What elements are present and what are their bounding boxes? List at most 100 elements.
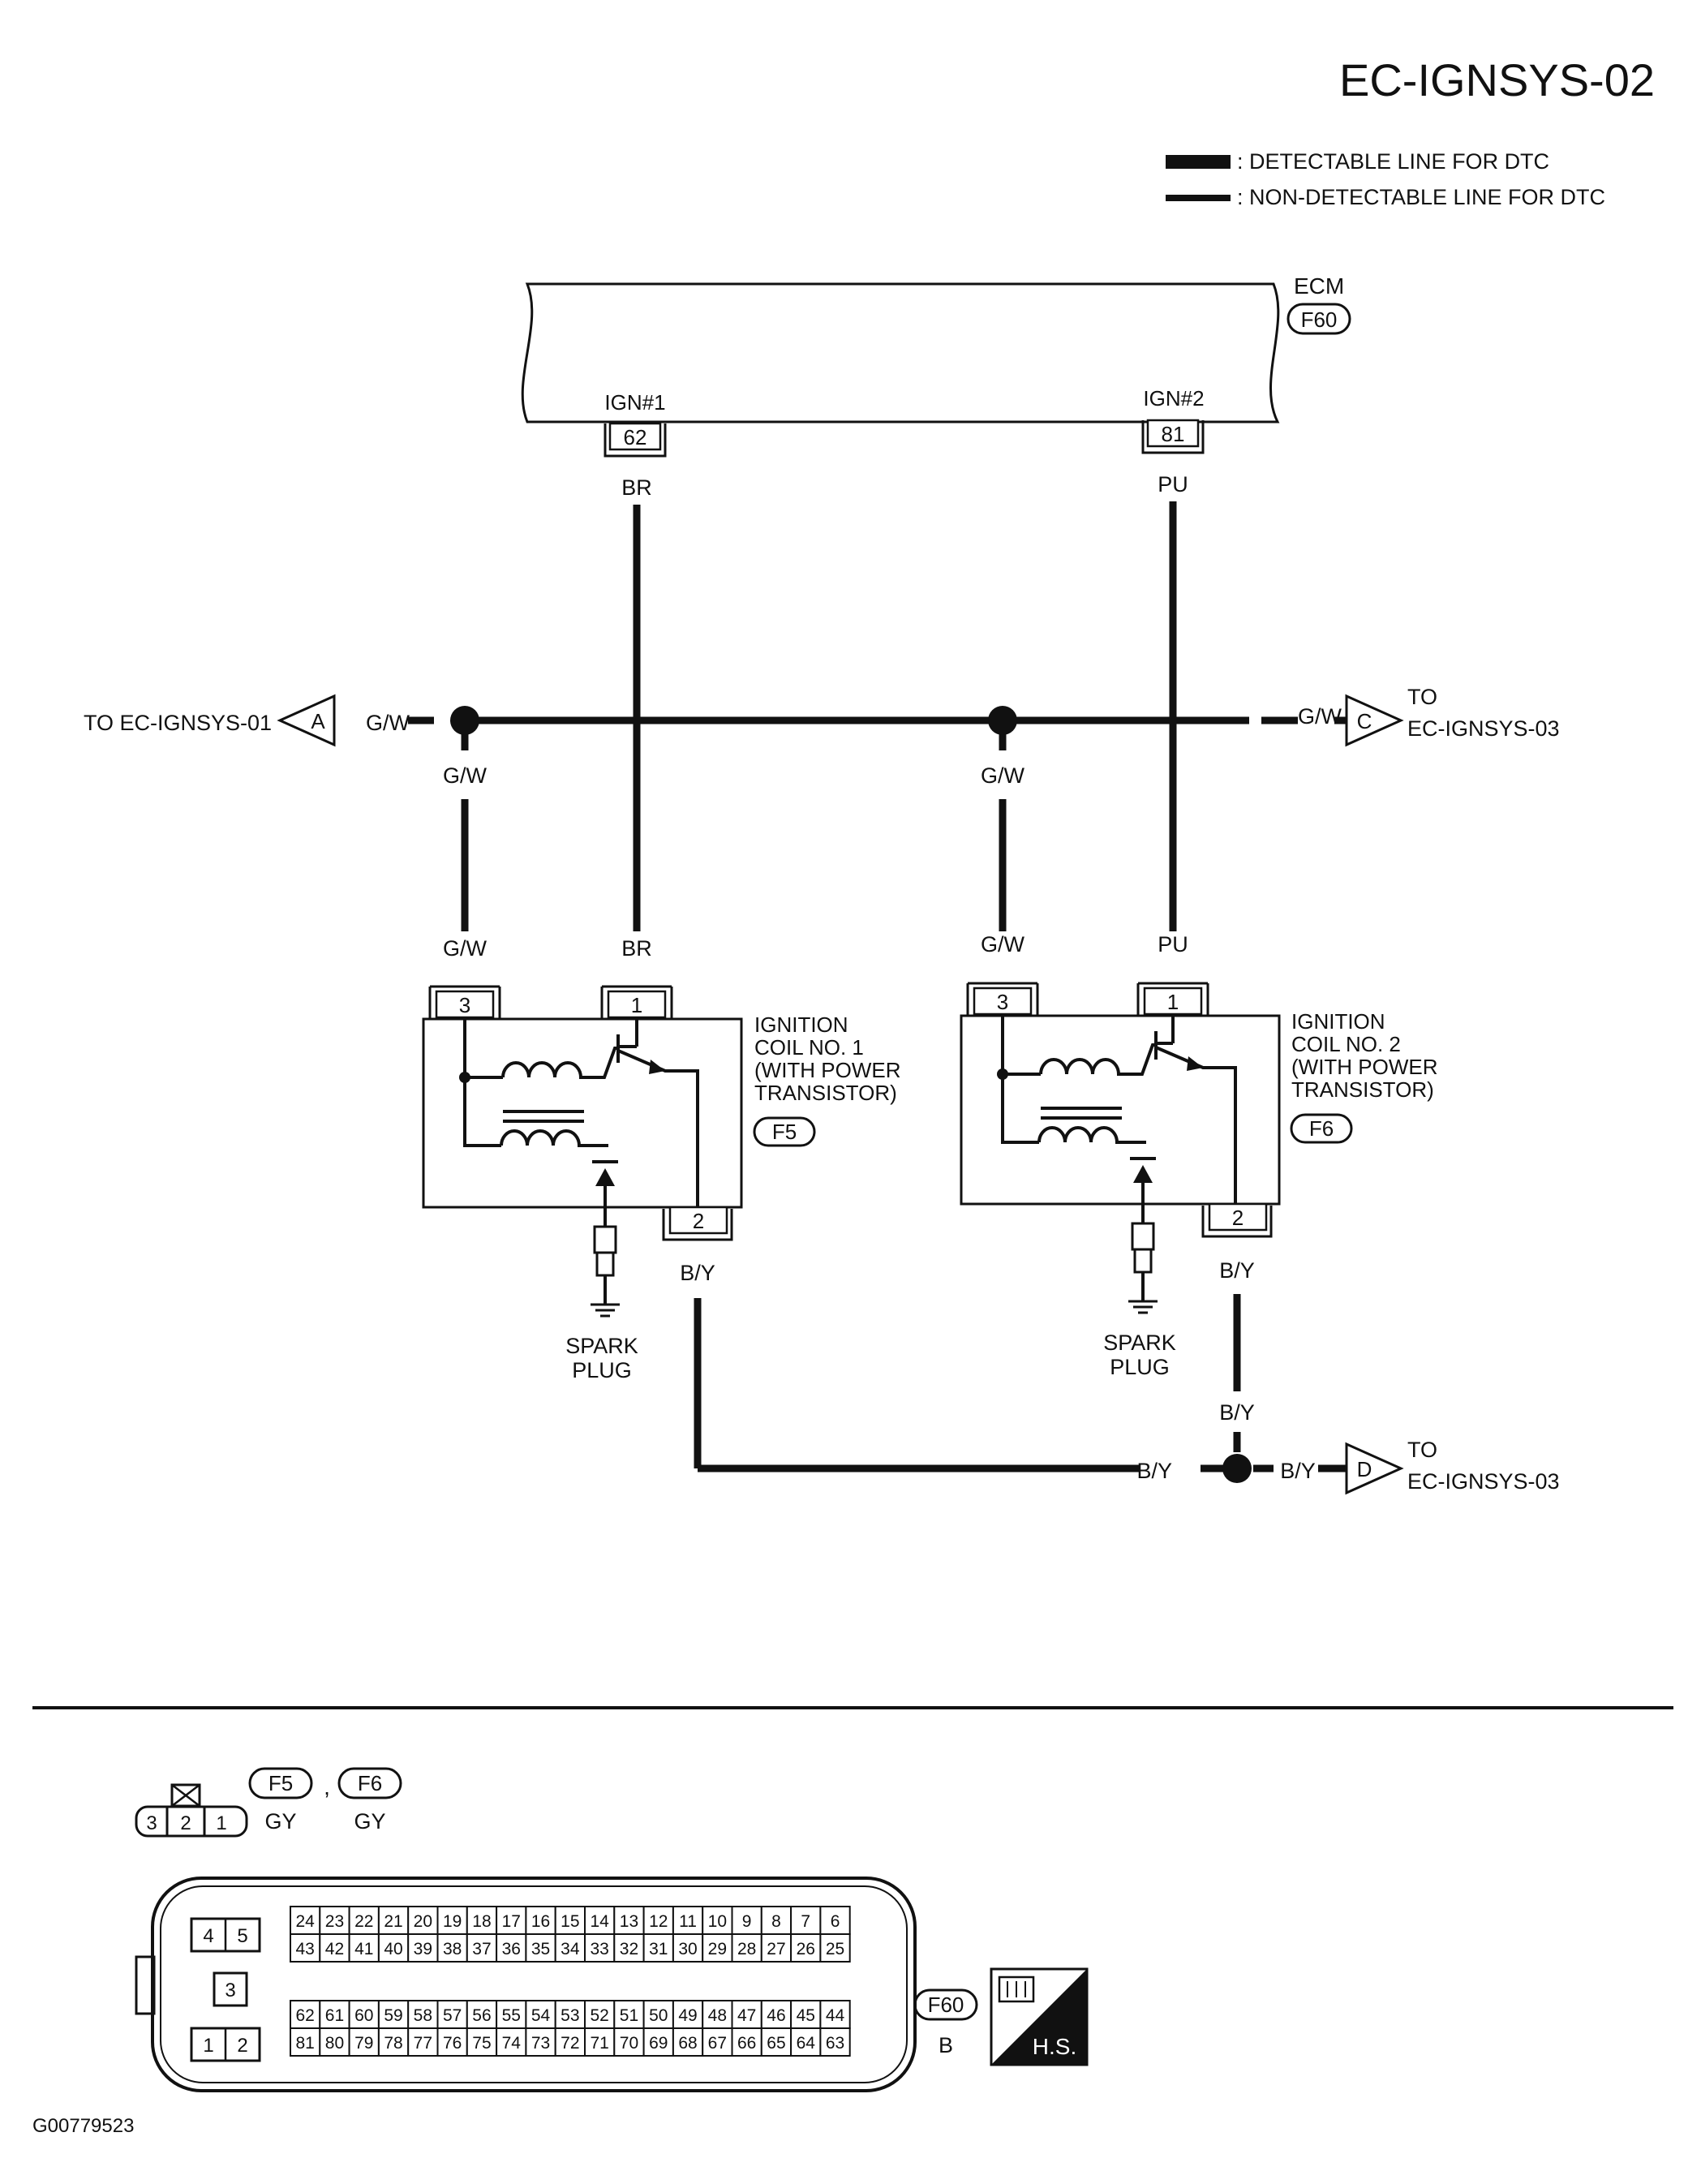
spark-plug-2-icon	[1128, 1204, 1158, 1314]
f60-pin-cell	[760, 1933, 793, 1963]
ecm-pin-ign1: IGN#1 62 BR	[604, 390, 667, 500]
f60-pin-33: 33	[590, 1940, 608, 1958]
f60-pin-cell	[407, 2027, 439, 2057]
f60-pin-23: 23	[325, 1912, 344, 1931]
f60-pin-48: 48	[708, 2006, 727, 2025]
f60-pin-44: 44	[826, 2006, 845, 2025]
f60-pin-20: 20	[414, 1912, 432, 1931]
wire-label-pu-top: PU	[1158, 472, 1188, 497]
detectable-line-swatch	[1166, 155, 1231, 169]
f60-pin-25: 25	[826, 1940, 844, 1958]
f60-label-badge	[913, 1988, 978, 2021]
f60-pin-cell	[672, 1906, 704, 1935]
junction-gw-left	[450, 706, 479, 735]
ignition-coil-2: 3 1 2	[960, 982, 1281, 1238]
f60-pin-9: 9	[742, 1912, 752, 1931]
f60-pin-77: 77	[414, 2034, 432, 2053]
spark-plug-1-label-line1: SPARK	[565, 1334, 638, 1358]
f60-pin-cell	[496, 2027, 527, 2057]
f60-pin-cell	[702, 2027, 733, 2057]
f60-pin-76: 76	[443, 2034, 462, 2053]
f60-pin-cell	[554, 1933, 586, 1963]
f60-pin-62: 62	[295, 2006, 314, 2025]
f60-pin-80: 80	[325, 2034, 344, 2053]
offpage-c-arrow	[1345, 694, 1404, 747]
f60-pin-60: 60	[354, 2006, 373, 2025]
f60-pin-cell	[319, 1906, 350, 1935]
legend: : DETECTABLE LINE FOR DTC : NON-DETECTAB…	[1166, 149, 1605, 209]
f60-pin-cell	[613, 1933, 645, 1963]
ecm-pin-81: 81	[1162, 422, 1185, 446]
f60-pin-cell	[377, 1906, 410, 1935]
ecm-pin-81-box	[1146, 419, 1200, 448]
f60-pin-6: 6	[831, 1912, 840, 1931]
f60-pin-cell	[348, 2027, 380, 2057]
wire-label-by-bottom-left: B/Y	[1136, 1459, 1172, 1483]
f60-pin-4: 4	[203, 1925, 213, 1947]
coil-2-pin-3: 3	[997, 990, 1008, 1014]
f60-pin-5: 5	[237, 1925, 247, 1947]
f60-pin-cell	[436, 2027, 468, 2057]
offpage-d-letter: D	[1357, 1457, 1372, 1481]
f60-pin-58: 58	[414, 2006, 432, 2025]
f60-pin-cell	[760, 2027, 793, 2057]
f60-pin-52: 52	[590, 2006, 608, 2025]
f60-pin-18: 18	[472, 1912, 491, 1931]
f60-pin-56: 56	[472, 2006, 491, 2025]
offpage-a-letter: A	[311, 709, 325, 733]
f60-pin-29: 29	[708, 1940, 727, 1958]
f60-pin-74: 74	[502, 2034, 522, 2053]
f60-pin-42: 42	[325, 1940, 344, 1958]
wire-label-gw-left-upper: G/W	[443, 763, 488, 788]
coil-1-connector-badge	[753, 1116, 816, 1147]
f60-pin-46: 46	[767, 2006, 785, 2025]
f60-pin-cell	[290, 2027, 321, 2057]
ecm-pin-62: 62	[624, 425, 647, 449]
f60-pin-cell	[436, 1906, 468, 1935]
f60-pin-65: 65	[767, 2034, 785, 2053]
f60-pin-36: 36	[502, 1940, 521, 1958]
f60-pin-63: 63	[826, 2034, 844, 2053]
coil-2-pin-3-box	[973, 987, 1033, 1016]
f60-pin-cell	[584, 2000, 616, 2029]
f60-pin-32: 32	[620, 1940, 638, 1958]
f60-pin-38: 38	[443, 1940, 462, 1958]
ecm-connector-label: F60	[1301, 307, 1338, 332]
wire-label-by-coil1: B/Y	[680, 1261, 715, 1285]
wire-label-br-top: BR	[621, 475, 652, 500]
coil-2-label: IGNITION COIL NO. 2 (WITH POWER TRANSIST…	[1290, 1009, 1438, 1144]
legend-detectable-label: : DETECTABLE LINE FOR DTC	[1237, 149, 1549, 174]
f60-pin-17: 17	[502, 1912, 521, 1931]
offpage-d-wire: B/Y	[1280, 1459, 1316, 1483]
f60-pin-68: 68	[678, 2034, 697, 2053]
f60-pin-7: 7	[801, 1912, 810, 1931]
small-conn-label-f5: F5	[268, 1771, 293, 1795]
coil-2-housing	[960, 1014, 1281, 1206]
ignition-coil-1: 3 1 2	[422, 985, 743, 1241]
f60-pin-49: 49	[678, 2006, 697, 2025]
coil-1-label-line4: TRANSISTOR)	[754, 1081, 897, 1105]
f60-pin-cell	[554, 2000, 586, 2029]
offpage-connector-d: B/Y B/Y D TO EC-IGNSYS-03	[1136, 1438, 1560, 1495]
f60-pin-67: 67	[708, 2034, 727, 2053]
f60-pin-43: 43	[295, 1940, 314, 1958]
coil-2-label-line2: COIL NO. 2	[1291, 1032, 1401, 1056]
spark-plug-1-icon	[591, 1207, 620, 1318]
f60-pin-27: 27	[767, 1940, 785, 1958]
f60-pin-40: 40	[384, 1940, 402, 1958]
f60-pin-28: 28	[737, 1940, 756, 1958]
f60-pin-45: 45	[797, 2006, 815, 2025]
wire-label-pu-lower: PU	[1158, 932, 1188, 957]
f60-pin-19: 19	[443, 1912, 462, 1931]
f60-pin-13: 13	[620, 1912, 638, 1931]
coil-2-label-line1: IGNITION	[1291, 1009, 1385, 1034]
f60-pin-51: 51	[620, 2006, 638, 2025]
f60-pin-cell	[819, 2027, 851, 2057]
f60-pin-61: 61	[325, 2006, 344, 2025]
coil-2-label-line3: (WITH POWER	[1291, 1055, 1438, 1079]
offpage-c-wire: G/W	[1298, 704, 1342, 729]
coil-2-pin-2-box	[1208, 1202, 1268, 1232]
